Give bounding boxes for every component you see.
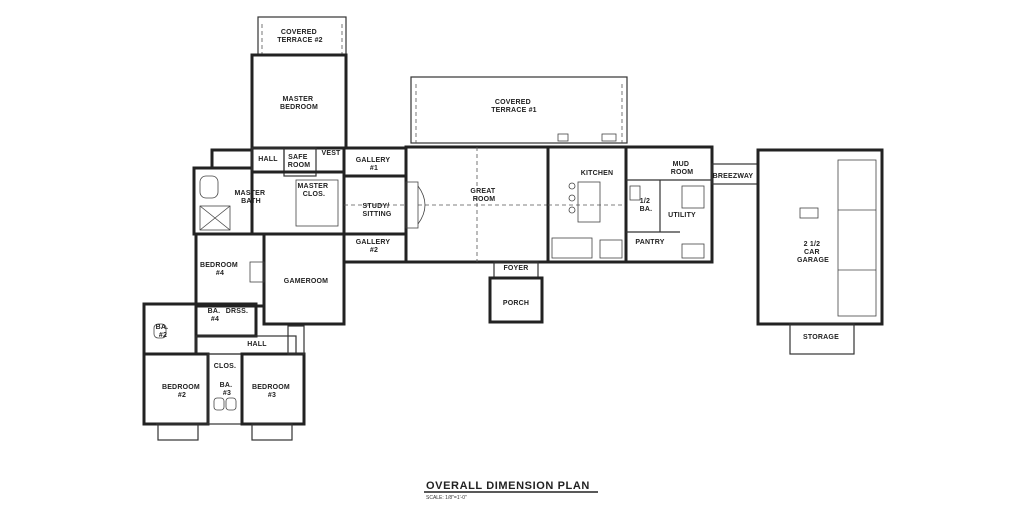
label-gallery-2: GALLERY #2	[356, 239, 393, 254]
label-garage: 2 1/2 CAR GARAGE	[797, 241, 829, 264]
garage-area	[756, 148, 884, 355]
label-utility: UTILITY	[668, 212, 696, 219]
label-storage: STORAGE	[803, 334, 839, 341]
label-master-bedroom: MASTER BEDROOM	[280, 96, 318, 111]
covered-terrace-2-area	[257, 16, 347, 56]
label-study-sitting: STUDY/ SITTING	[362, 203, 391, 218]
foyer-porch-area	[488, 261, 544, 324]
kitchen-area	[546, 145, 628, 264]
label-hall-lower: HALL	[247, 341, 267, 348]
label-kitchen: KITCHEN	[581, 170, 614, 177]
label-mud-room: MUD ROOM	[671, 161, 694, 176]
label-ba-3: BA. #3	[220, 382, 235, 397]
label-covered-terrace-2: COVERED TERRACE #2	[277, 29, 323, 44]
great-room-area	[404, 145, 550, 264]
label-safe-room: SAFE ROOM	[288, 154, 311, 169]
label-foyer: FOYER	[503, 265, 528, 272]
label-covered-terrace-1: COVERED TERRACE #1	[491, 99, 537, 114]
label-pantry: PANTRY	[635, 239, 664, 246]
label-great-room: GREAT ROOM	[470, 188, 497, 203]
label-breezeway: BREEZWAY	[713, 173, 754, 180]
label-drss: DRSS.	[226, 308, 248, 315]
label-bedroom-3: BEDROOM #3	[252, 384, 292, 399]
label-bedroom-4: BEDROOM #4	[200, 262, 240, 277]
plan-title: OVERALL DIMENSION PLAN	[426, 480, 590, 492]
label-vest: VEST	[321, 150, 341, 157]
label-clos: CLOS.	[214, 363, 236, 370]
bedroom-gameroom-area	[194, 232, 346, 326]
label-bedroom-2: BEDROOM #2	[162, 384, 202, 399]
label-ba-2: BA. #2	[156, 324, 171, 339]
label-gallery-1: GALLERY #1	[356, 157, 393, 172]
label-gameroom: GAMEROOM	[284, 278, 328, 285]
plan-scale: SCALE: 1/8"=1'-0"	[426, 495, 467, 501]
covered-terrace-1-area	[410, 76, 628, 144]
label-porch: PORCH	[503, 300, 529, 307]
label-half-bath: 1/2 BA.	[640, 198, 653, 213]
secondary-bedroom-wing	[142, 302, 306, 441]
label-ba-4: BA. #4	[208, 308, 223, 323]
label-hall-upper: HALL	[258, 156, 278, 163]
service-area	[624, 145, 714, 264]
label-master-clos: MASTER CLOS.	[298, 183, 331, 198]
label-master-bath: MASTER BATH	[235, 190, 268, 205]
